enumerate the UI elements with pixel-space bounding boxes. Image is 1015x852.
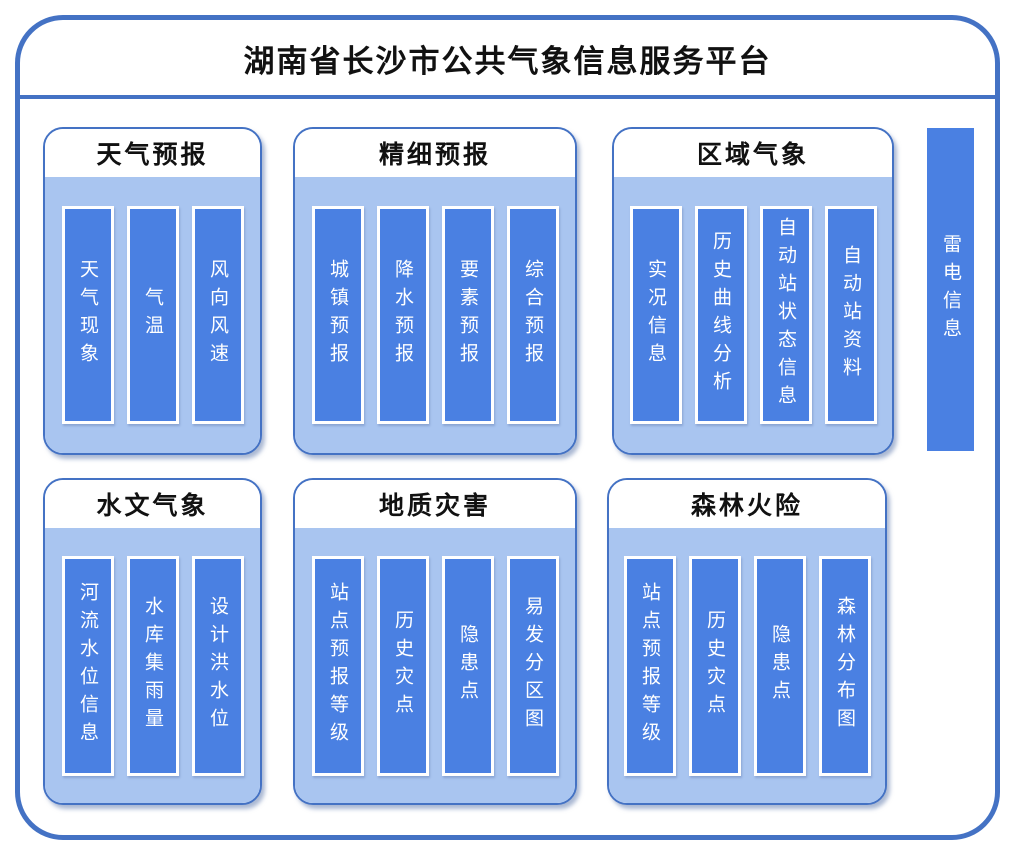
bar-historical-disaster-points: 历史灾点 bbox=[376, 555, 429, 776]
panel-body: 城镇预报 降水预报 要素预报 综合预报 bbox=[295, 177, 575, 453]
bar-autostation-data: 自动站资料 bbox=[824, 206, 877, 424]
bar-susceptibility-zoning-map: 易发分区图 bbox=[506, 555, 559, 776]
panel-body: 河流水位信息 水库集雨量 设计洪水位 bbox=[45, 528, 260, 803]
panel-header: 地质灾害 bbox=[295, 480, 575, 528]
bar-historical-disaster-points: 历史灾点 bbox=[688, 555, 741, 776]
panel-body: 站点预报等级 历史灾点 隐患点 森林分布图 bbox=[609, 528, 885, 803]
bar-hidden-danger-points: 隐患点 bbox=[441, 555, 494, 776]
bar-hidden-danger-points: 隐患点 bbox=[753, 555, 806, 776]
bar-weather-phenomena: 天气现象 bbox=[61, 206, 114, 424]
panel-weather-forecast: 天气预报 天气现象 气温 风向风速 bbox=[43, 127, 262, 455]
panel-header: 精细预报 bbox=[295, 129, 575, 177]
bar-label: 自动站资料 bbox=[840, 245, 861, 385]
page-title: 湖南省长沙市公共气象信息服务平台 bbox=[243, 43, 772, 79]
bar-label: 隐患点 bbox=[457, 623, 478, 708]
bar-label: 自动站状态信息 bbox=[775, 217, 796, 413]
bar-label: 要素预报 bbox=[457, 259, 478, 371]
panel-hydrological-meteorology: 水文气象 河流水位信息 水库集雨量 设计洪水位 bbox=[43, 478, 262, 805]
panel-fine-forecast: 精细预报 城镇预报 降水预报 要素预报 综合预报 bbox=[293, 127, 577, 455]
panel-title: 区域气象 bbox=[696, 141, 809, 169]
bar-element-forecast: 要素预报 bbox=[441, 206, 494, 424]
bar-label: 气温 bbox=[142, 287, 163, 343]
lightning-info-bar: 雷电信息 bbox=[927, 128, 974, 451]
bar-history-curve-analysis: 历史曲线分析 bbox=[694, 206, 747, 424]
bar-label: 实况信息 bbox=[645, 259, 666, 371]
bar-forest-distribution-map: 森林分布图 bbox=[818, 555, 871, 776]
bar-station-forecast-level: 站点预报等级 bbox=[623, 555, 676, 776]
bar-label: 站点预报等级 bbox=[639, 581, 660, 750]
bar-label: 森林分布图 bbox=[834, 595, 855, 736]
panel-title: 精细预报 bbox=[378, 141, 491, 169]
bar-station-forecast-level: 站点预报等级 bbox=[311, 555, 364, 776]
title-bar: 湖南省长沙市公共气象信息服务平台 bbox=[15, 22, 1000, 94]
bar-label: 站点预报等级 bbox=[327, 581, 348, 750]
panel-header: 水文气象 bbox=[45, 480, 260, 528]
bar-label: 城镇预报 bbox=[327, 259, 348, 371]
bar-design-flood-level: 设计洪水位 bbox=[191, 555, 244, 776]
bar-wind-direction-speed: 风向风速 bbox=[191, 206, 244, 424]
bar-label: 河流水位信息 bbox=[77, 581, 98, 750]
panel-title: 水文气象 bbox=[96, 492, 209, 520]
panel-body: 站点预报等级 历史灾点 隐患点 易发分区图 bbox=[295, 528, 575, 803]
bar-label: 隐患点 bbox=[769, 623, 790, 708]
panel-header: 区域气象 bbox=[614, 129, 892, 177]
bar-label: 水库集雨量 bbox=[142, 595, 163, 736]
bar-label: 历史灾点 bbox=[704, 609, 725, 722]
panel-title: 地质灾害 bbox=[378, 492, 491, 520]
bar-label: 降水预报 bbox=[392, 259, 413, 371]
bar-precipitation-forecast: 降水预报 bbox=[376, 206, 429, 424]
bar-label: 综合预报 bbox=[522, 259, 543, 371]
bar-river-water-level-info: 河流水位信息 bbox=[61, 555, 114, 776]
bar-autostation-status-info: 自动站状态信息 bbox=[759, 206, 812, 424]
panel-title: 天气预报 bbox=[96, 141, 209, 169]
bar-label: 易发分区图 bbox=[522, 595, 543, 736]
bar-label: 雷电信息 bbox=[940, 233, 961, 346]
panel-header: 森林火险 bbox=[609, 480, 885, 528]
panel-header: 天气预报 bbox=[45, 129, 260, 177]
panel-geological-disaster: 地质灾害 站点预报等级 历史灾点 隐患点 易发分区图 bbox=[293, 478, 577, 805]
bar-temperature: 气温 bbox=[126, 206, 179, 424]
panel-body: 天气现象 气温 风向风速 bbox=[45, 177, 260, 453]
bar-live-info: 实况信息 bbox=[629, 206, 682, 424]
bar-label: 风向风速 bbox=[207, 259, 228, 371]
bar-reservoir-rainfall: 水库集雨量 bbox=[126, 555, 179, 776]
bar-label: 天气现象 bbox=[77, 259, 98, 371]
panel-title: 森林火险 bbox=[690, 492, 803, 520]
panel-forest-fire-risk: 森林火险 站点预报等级 历史灾点 隐患点 森林分布图 bbox=[607, 478, 887, 805]
bar-comprehensive-forecast: 综合预报 bbox=[506, 206, 559, 424]
bar-label: 历史灾点 bbox=[392, 609, 413, 722]
bar-town-forecast: 城镇预报 bbox=[311, 206, 364, 424]
bar-label: 历史曲线分析 bbox=[710, 231, 731, 399]
bar-label: 设计洪水位 bbox=[207, 595, 228, 736]
panel-regional-meteorology: 区域气象 实况信息 历史曲线分析 自动站状态信息 自动站资料 bbox=[612, 127, 894, 455]
header-divider bbox=[17, 95, 998, 99]
panel-body: 实况信息 历史曲线分析 自动站状态信息 自动站资料 bbox=[614, 177, 892, 453]
